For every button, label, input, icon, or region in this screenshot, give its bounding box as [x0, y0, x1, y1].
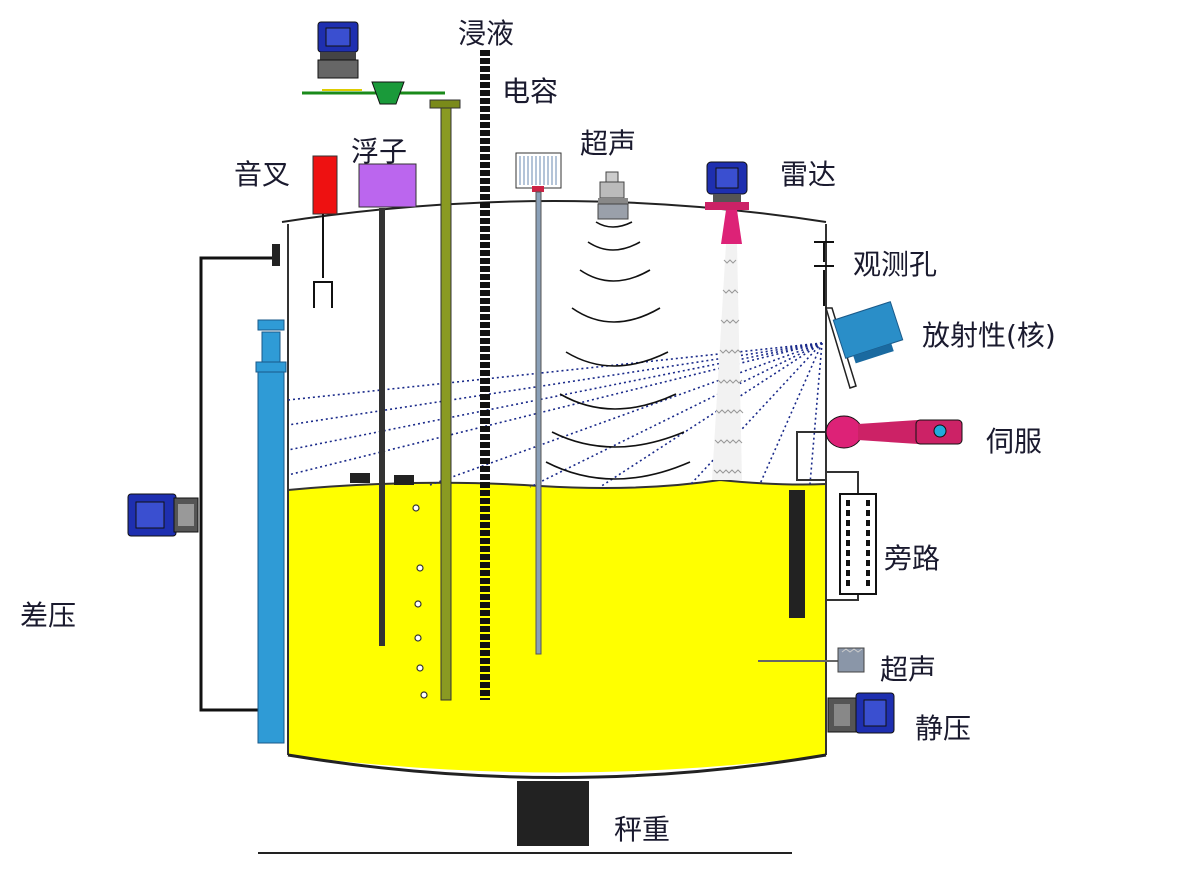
ultrasonic-side-sensor — [758, 647, 865, 673]
label-ultrasonic-side: 超声 — [880, 653, 937, 686]
label-capacitance: 电容 — [502, 75, 559, 108]
label-differential-pressure: 差压 — [20, 599, 77, 632]
static-pressure-transmitter — [827, 692, 895, 734]
bubbles — [412, 504, 428, 699]
label-servo: 伺服 — [986, 425, 1043, 458]
label-bypass: 旁路 — [884, 542, 941, 575]
servo-instrument — [796, 415, 963, 481]
ultrasonic-top-sensor — [597, 171, 629, 220]
label-ultrasonic-top: 超声 — [580, 127, 637, 160]
radar-beam — [712, 244, 744, 480]
label-tuning-fork: 音叉 — [234, 158, 291, 191]
liquid-body — [288, 480, 826, 773]
label-weighing: 秤重 — [614, 813, 671, 846]
differential-pressure-instrument — [127, 244, 287, 744]
tuning-fork-instrument — [312, 155, 338, 308]
float-instrument — [350, 163, 417, 646]
radioactive-rays — [287, 342, 823, 488]
capacitance-instrument — [515, 152, 562, 655]
bypass-instrument — [789, 471, 877, 618]
label-radar: 雷达 — [780, 158, 837, 191]
ultrasonic-waves — [545, 221, 691, 480]
radioactive-instrument — [824, 301, 904, 389]
tank-roof — [281, 200, 827, 223]
label-radioactive: 放射性(核) — [922, 319, 1056, 352]
sight-hole — [814, 241, 834, 306]
label-float: 浮子 — [351, 135, 408, 168]
label-sight-hole: 观测孔 — [853, 248, 938, 281]
weighing-block — [517, 781, 589, 846]
label-static-pressure: 静压 — [915, 712, 972, 745]
tank-bottom — [287, 753, 827, 779]
label-immersion: 浸液 — [458, 17, 515, 50]
displacer-rod — [429, 99, 461, 701]
top-transmitter — [302, 21, 445, 105]
radar-instrument — [705, 161, 749, 244]
